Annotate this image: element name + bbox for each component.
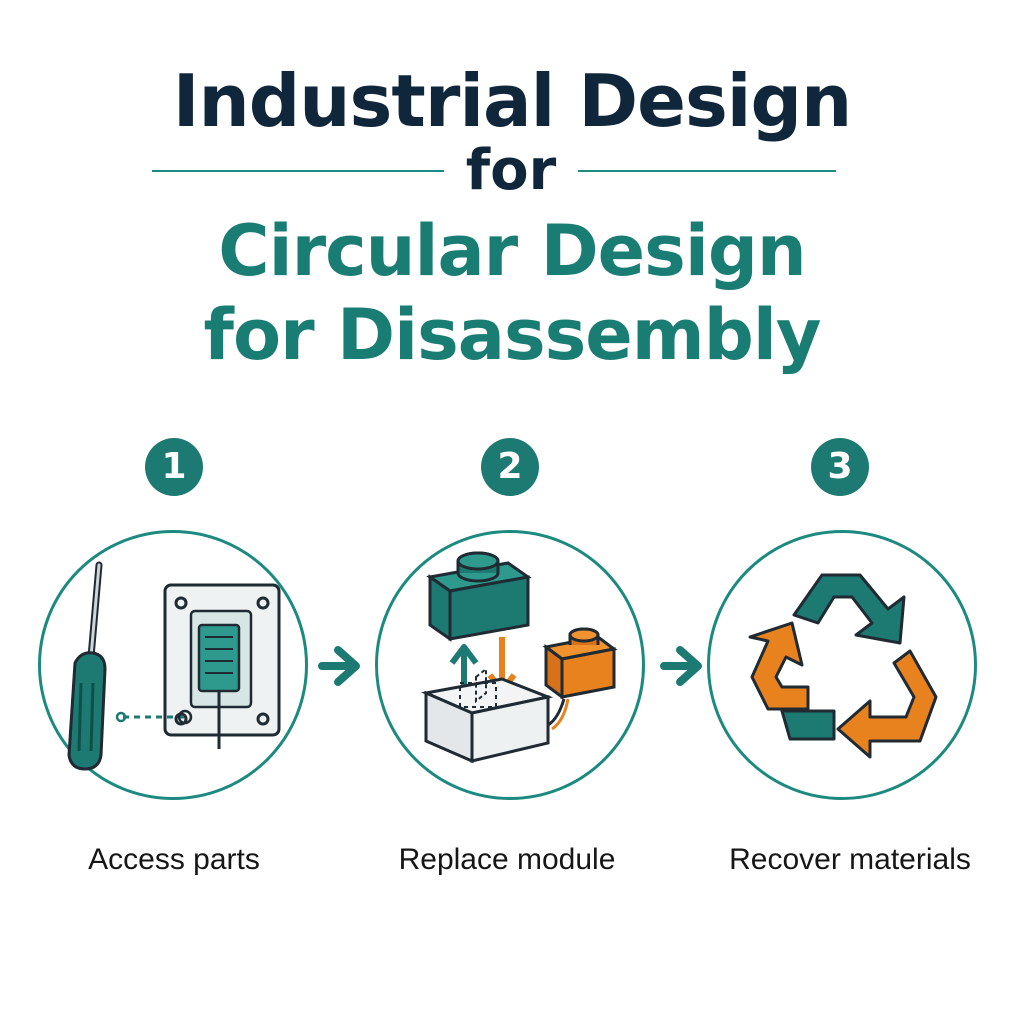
step-1-number: 1 <box>145 438 203 496</box>
swap-module-icon <box>420 551 618 764</box>
screwdriver-panel-icon <box>67 561 281 771</box>
title-connector: for <box>465 138 557 203</box>
step-3-number: 3 <box>811 438 869 496</box>
step-3-label: Recover materials <box>729 843 971 876</box>
step-1-ring <box>38 530 308 800</box>
title-rule-right <box>578 170 836 172</box>
title-rule-left <box>152 170 444 172</box>
title-line-1: Industrial Design <box>172 59 853 143</box>
recycle-icon <box>748 573 938 759</box>
step-2-label: Replace module <box>398 843 616 876</box>
step-2-number: 2 <box>481 438 539 496</box>
step-arrow-1 <box>318 646 360 686</box>
title-line-3: for Disassembly <box>203 294 822 376</box>
title-line-2: Circular Design <box>218 210 807 292</box>
step-arrow-2 <box>660 646 702 686</box>
step-3-ring <box>707 530 977 800</box>
step-1-label: Access parts <box>88 843 260 876</box>
step-2-ring <box>375 530 645 800</box>
